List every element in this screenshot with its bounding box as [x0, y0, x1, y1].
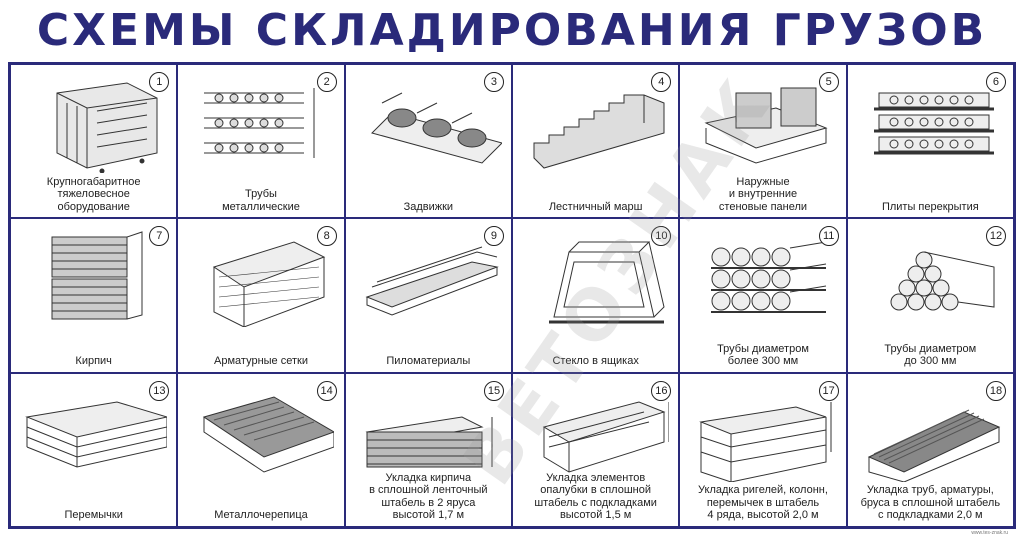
scheme-cell: 10 Стекло в ящиках: [512, 219, 679, 372]
scheme-number: 1: [149, 72, 170, 92]
scheme-number: 12: [985, 226, 1006, 247]
brick-icon: [51, 231, 143, 320]
scheme-number: 13: [149, 380, 170, 401]
scheme-number: 4: [651, 72, 672, 92]
floor-slabs-icon: [873, 92, 994, 155]
scheme-label: Укладка кирпича в сплошной ленточный шта…: [369, 471, 488, 522]
scheme-cell: 13 Перемычки: [11, 373, 177, 526]
rods-stack-icon: [867, 409, 1000, 482]
scheme-cell: 1 Крупногабаритное тяжеловесное оборудов…: [11, 65, 177, 218]
scheme-label: Трубы диаметром более 300 мм: [717, 342, 809, 368]
scheme-number: 3: [483, 72, 504, 92]
scheme-label: Задвижки: [403, 200, 454, 213]
scheme-number: 7: [149, 226, 170, 247]
scheme-number: 15: [483, 380, 504, 401]
rebar-mesh-icon: [213, 241, 326, 328]
scheme-label: Укладка элементов опалубки в сплошной шт…: [534, 471, 657, 522]
scheme-cell: 16 Укладка элементов опалубки в сплошной…: [512, 373, 679, 526]
scheme-label: Арматурные сетки: [214, 355, 308, 368]
scheme-number: 2: [316, 72, 337, 92]
scheme-number: 16: [651, 380, 672, 401]
scheme-label: Металлочерепица: [214, 509, 308, 522]
lumber-icon: [365, 246, 499, 316]
scheme-number: 17: [818, 380, 839, 401]
scheme-cell: 9 Пиломатериалы: [345, 219, 511, 372]
beams-stack-icon: [699, 401, 832, 482]
wall-panels-icon: [704, 87, 828, 164]
scheme-label: Стекло в ящиках: [552, 355, 639, 368]
storage-schemes-grid: 1 Крупногабаритное тяжеловесное оборудов…: [8, 62, 1016, 529]
lintels-icon: [25, 401, 167, 468]
brick-stack-icon: [365, 416, 493, 468]
scheme-cell: 12 Трубы диаметром до 300 мм: [847, 219, 1013, 372]
page-title: СХЕМЫ СКЛАДИРОВАНИЯ ГРУЗОВ: [36, 4, 988, 56]
scheme-number: 8: [316, 226, 337, 247]
scheme-cell: 7 Кирпич: [11, 219, 177, 372]
scheme-cell: 8 Арматурные сетки: [178, 219, 344, 372]
scheme-label: Перемычки: [64, 509, 123, 522]
scheme-label: Укладка ригелей, колонн, перемычек в шта…: [698, 484, 828, 522]
scheme-number: 9: [483, 226, 504, 247]
scheme-number: 5: [818, 72, 839, 92]
scheme-label: Наружные и внутренние стеновые панели: [718, 175, 808, 213]
scheme-cell: 2 Трубы металлические: [178, 65, 344, 218]
scheme-number: 11: [818, 226, 839, 247]
scheme-cell: 14 Металлочерепица: [178, 373, 344, 526]
formwork-stack-icon: [542, 401, 669, 473]
scheme-number: 10: [651, 226, 672, 247]
scheme-cell: 18 Укладка труб, арматуры, бруса в сплош…: [847, 373, 1013, 526]
scheme-label: Крупногабаритное тяжеловесное оборудован…: [46, 175, 141, 213]
glass-crate-icon: [548, 241, 665, 324]
footer-url: www.tes-znak.ru: [971, 530, 1008, 536]
scheme-number: 14: [316, 380, 337, 401]
scheme-cell: 4 Лестничный марш: [512, 65, 679, 218]
scheme-cell: 6 Плиты перекрытия: [847, 65, 1013, 218]
scheme-number: 18: [985, 380, 1006, 401]
staircase-icon: [533, 94, 665, 169]
scheme-cell: 11 Трубы диаметром более 300 мм: [680, 219, 846, 372]
scheme-cell: 3 Задвижки: [345, 65, 511, 218]
scheme-number: 6: [985, 72, 1006, 92]
scheme-label: Кирпич: [75, 355, 112, 368]
valves-icon: [370, 92, 502, 164]
scheme-label: Трубы металлические: [222, 188, 300, 213]
scheme-cell: 17 Укладка ригелей, колонн, перемычек в …: [680, 373, 846, 526]
small-pipes-icon: [890, 251, 995, 311]
scheme-label: Укладка труб, арматуры, бруса в сплошной…: [860, 484, 1001, 522]
scheme-label: Лестничный марш: [548, 200, 643, 213]
metal-tile-icon: [203, 396, 335, 473]
scheme-label: Трубы диаметром до 300 мм: [884, 342, 977, 368]
metal-pipes-icon: [204, 88, 315, 158]
scheme-cell: 15 Укладка кирпича в сплошной ленточный …: [345, 373, 511, 526]
large-pipes-icon: [711, 241, 827, 314]
scheme-label: Плиты перекрытия: [881, 200, 979, 213]
scheme-label: Пиломатериалы: [386, 355, 471, 368]
scheme-cell: 5 Наружные и внутренние стеновые панели: [680, 65, 846, 218]
heavy-equipment-icon: [56, 82, 158, 173]
